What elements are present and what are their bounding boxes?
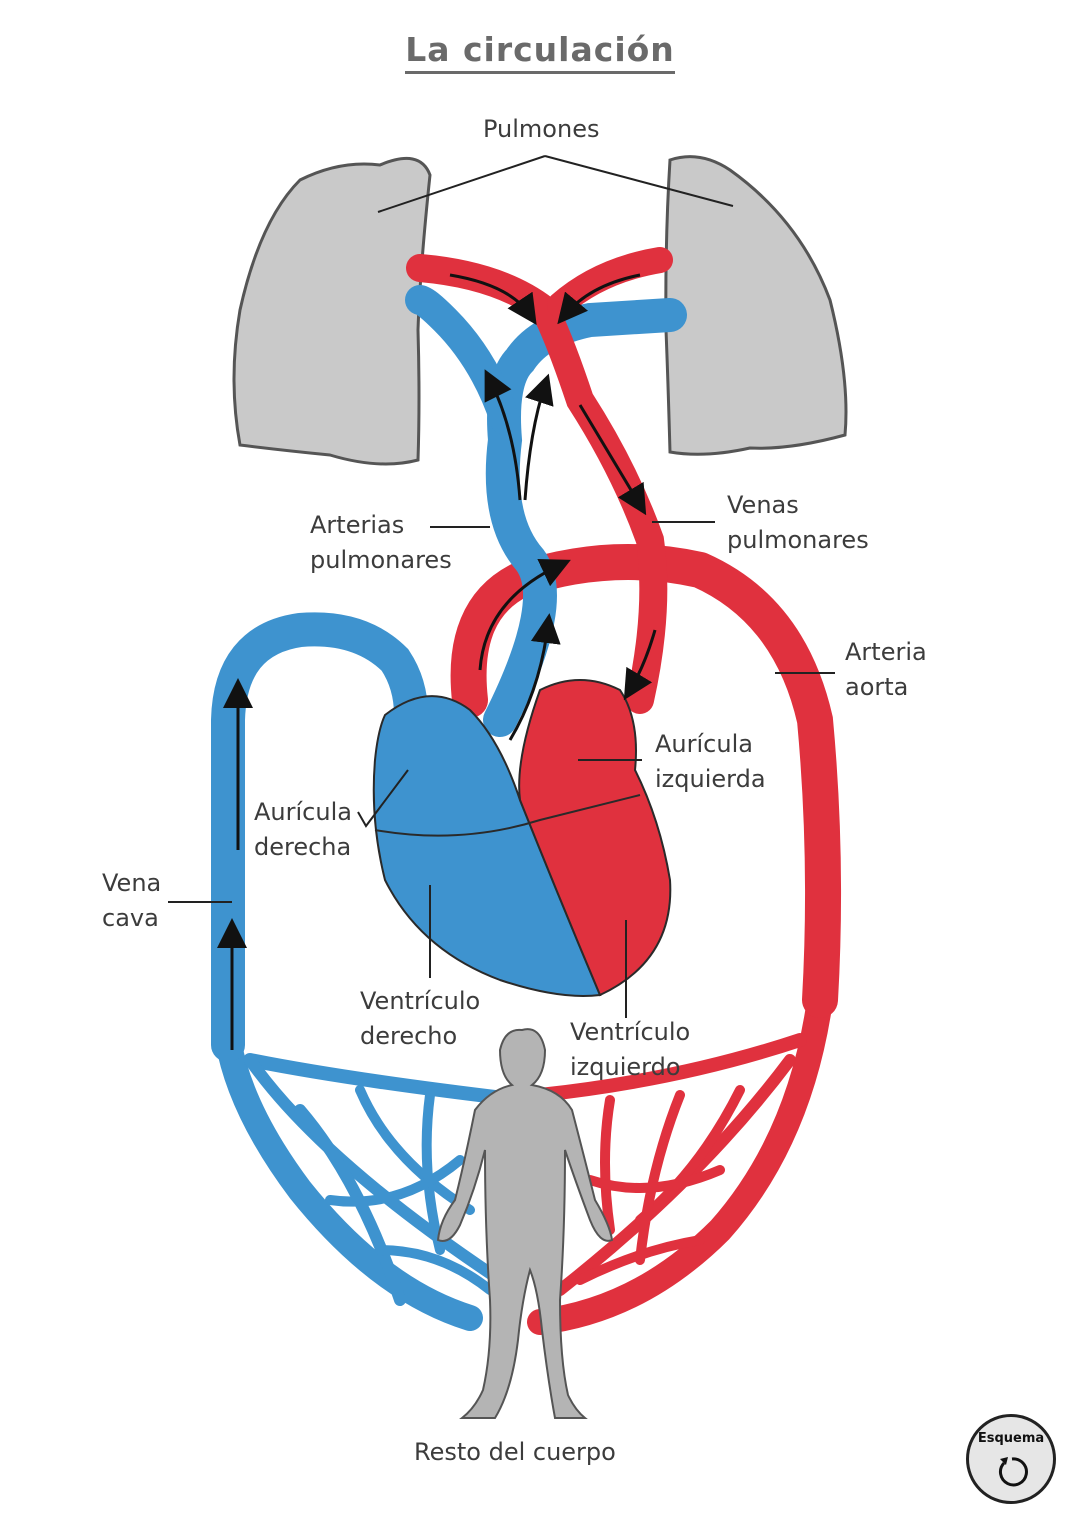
left-lung [232, 157, 432, 466]
vena-cava [211, 612, 428, 1062]
label-arteria-aorta: Arteria aorta [845, 635, 927, 705]
label-line: izquierdo [570, 1053, 681, 1081]
flow-arrows [217, 273, 657, 1050]
label-arterias-pulmonares: Arterias pulmonares [310, 508, 452, 578]
label-vena-cava: Vena cava [102, 866, 161, 936]
heart-left [518, 679, 672, 997]
body-capillaries-red [527, 987, 833, 1335]
label-line: pulmonares [727, 526, 869, 554]
label-ventriculo-derecho: Ventrículo derecho [360, 984, 480, 1054]
page-title-text: La circulación [405, 30, 675, 74]
label-line: Venas [727, 491, 799, 519]
label-line: aorta [845, 673, 909, 701]
right-lung [664, 155, 848, 456]
label-line: Ventrículo [360, 987, 481, 1015]
label-line: Aurícula [254, 798, 352, 826]
body-capillaries-blue [215, 1027, 527, 1331]
rotate-icon [999, 1457, 1028, 1487]
label-ventriculo-izquierdo: Ventrículo izquierdo [570, 1015, 690, 1085]
label-line: izquierda [655, 765, 766, 793]
leader-lines [168, 155, 835, 1018]
label-resto-del-cuerpo: Resto del cuerpo [414, 1438, 616, 1466]
arteria-aorta [450, 544, 842, 1018]
label-line: Vena [102, 869, 162, 897]
arteria-pulmonar-izquierda [405, 285, 520, 435]
label-auricula-derecha: Aurícula derecha [254, 795, 352, 865]
human-figure [436, 1028, 614, 1419]
label-line: pulmonares [310, 546, 452, 574]
esquema-label: Esquema [977, 1431, 1045, 1446]
esquema-badge[interactable]: Esquema [966, 1414, 1056, 1504]
arterias-pulmonares [483, 298, 687, 737]
page-title: La circulación [0, 30, 1080, 74]
label-venas-pulmonares: Venas pulmonares [727, 488, 869, 558]
label-line: cava [102, 904, 159, 932]
label-line: Arterias [310, 511, 405, 539]
label-auricula-izquierda: Aurícula izquierda [655, 727, 766, 797]
label-line: derecha [254, 833, 352, 861]
label-line: Aurícula [655, 730, 753, 758]
label-line: Arteria [845, 638, 927, 666]
label-pulmones: Pulmones [483, 115, 600, 143]
label-line: derecho [360, 1022, 458, 1050]
label-line: Ventrículo [570, 1018, 691, 1046]
venas-pulmonares [406, 254, 668, 714]
heart-septum [374, 794, 641, 837]
